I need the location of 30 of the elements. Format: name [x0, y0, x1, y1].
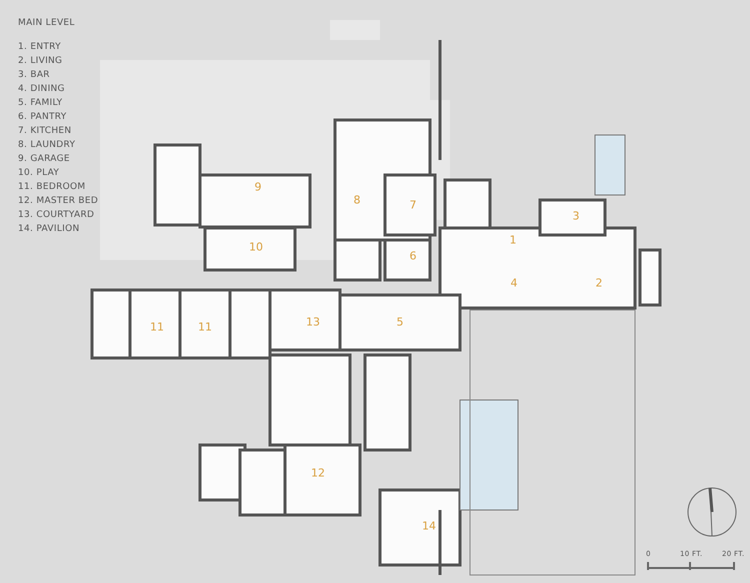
legend-entry: 13. COURTYARD — [18, 210, 94, 220]
room-number: 5 — [396, 316, 404, 328]
room-number: 9 — [254, 180, 262, 194]
legend-entry: 7. KITCHEN — [18, 126, 72, 136]
legend-entry: 14. PAVILION — [18, 224, 80, 234]
legend-entry: 4. DINING — [18, 84, 65, 94]
legend-entry: 6. PANTRY — [18, 112, 67, 122]
room-number: 4 — [510, 276, 518, 290]
legend-entry: 8. LAUNDRY — [18, 140, 76, 150]
room-number: 8 — [354, 194, 360, 206]
room-number: 6 — [410, 250, 416, 262]
legend-entry: 11. BEDROOM — [18, 182, 86, 192]
legend-entry: 2. LIVING — [18, 56, 62, 66]
room-number: 12 — [311, 466, 325, 480]
room-number: 11 — [150, 320, 164, 334]
room-number: 3 — [572, 210, 580, 222]
room-number: 11 — [198, 320, 212, 334]
room-number: 1 — [510, 234, 516, 246]
plan-title: MAIN LEVEL — [18, 18, 75, 28]
legend-entry: 9. GARAGE — [18, 154, 70, 164]
legend-entry: 5. FAMILY — [18, 98, 62, 108]
legend-entry: 12. MASTER BED — [18, 196, 98, 206]
room-number: 7 — [410, 198, 416, 212]
legend-entry: 10. PLAY — [18, 168, 60, 178]
room-number: 14 — [422, 520, 436, 532]
legend-entry: 1. ENTRY — [18, 42, 61, 52]
room-number: 10 — [249, 240, 263, 254]
room-number: 2 — [596, 276, 602, 290]
room-number: 13 — [306, 316, 320, 328]
legend-entry: 3. BAR — [18, 70, 50, 80]
